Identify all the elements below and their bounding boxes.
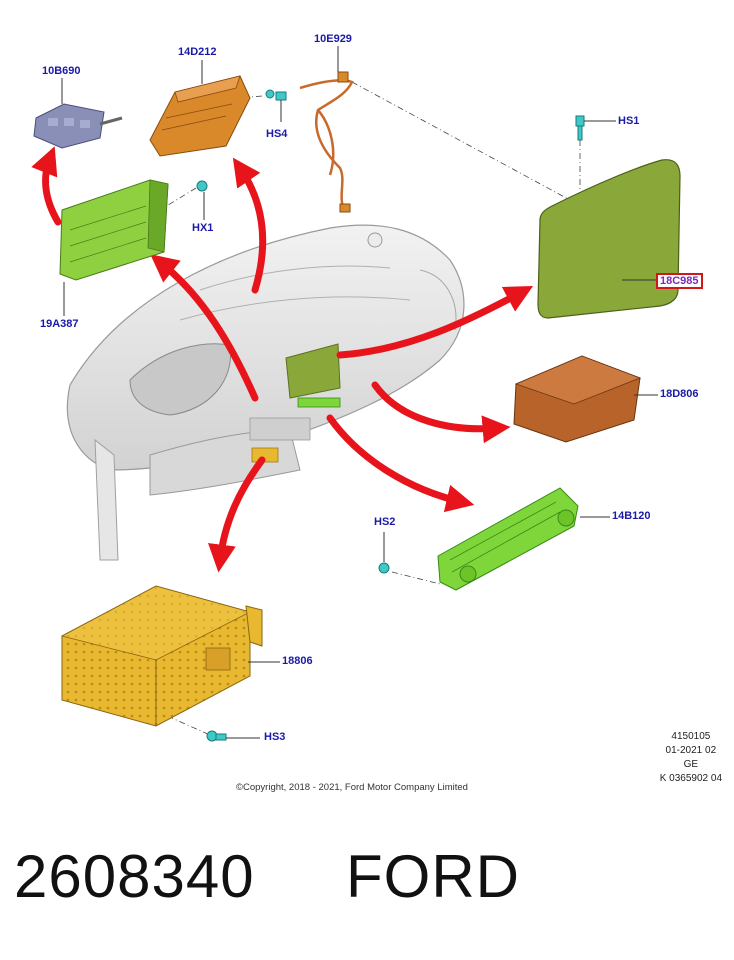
- label-HS3[interactable]: HS3: [264, 731, 286, 743]
- copyright-notice: ©Copyright, 2018 - 2021, Ford Motor Comp…: [236, 782, 468, 793]
- part-18D806[interactable]: [513, 355, 658, 443]
- arrow-to-19A387: [150, 254, 259, 402]
- fastener-HS3[interactable]: [206, 730, 260, 742]
- part-14D212[interactable]: [149, 60, 251, 157]
- part-14B120[interactable]: [437, 487, 610, 591]
- meta-line-3: GE: [683, 759, 699, 770]
- label-18C985-highlighted[interactable]: 18C985: [656, 273, 703, 289]
- part-10E929[interactable]: [299, 46, 354, 213]
- arrow-to-18806: [208, 456, 266, 573]
- arrow-to-18C985: [336, 286, 534, 359]
- exploded-parts-diagram: [31, 46, 681, 742]
- label-HS4[interactable]: HS4: [266, 128, 288, 140]
- arrow-to-10B690: [31, 146, 62, 226]
- label-HS2[interactable]: HS2: [374, 516, 396, 528]
- label-10E929[interactable]: 10E929: [314, 33, 352, 45]
- part-19A387[interactable]: [59, 179, 169, 316]
- fastener-HS4[interactable]: [265, 89, 287, 122]
- illustration-metadata: 4150105 01-2021 02 GE K 0365902 04: [660, 730, 722, 786]
- meta-line-4: K 0365902 04: [659, 773, 722, 784]
- label-14B120[interactable]: 14B120: [612, 510, 651, 522]
- part-18806[interactable]: [60, 585, 280, 727]
- fastener-HS1[interactable]: [575, 115, 616, 141]
- label-14D212[interactable]: 14D212: [178, 46, 217, 58]
- red-arrows: [31, 146, 534, 573]
- label-HS1[interactable]: HS1: [618, 115, 640, 127]
- arrow-to-14D212: [232, 157, 267, 294]
- label-10B690[interactable]: 10B690: [42, 65, 81, 77]
- part-10B690[interactable]: [33, 78, 123, 149]
- fastener-HX1[interactable]: [196, 180, 208, 220]
- label-19A387[interactable]: 19A387: [40, 318, 79, 330]
- arrow-to-18D806: [371, 381, 511, 444]
- arrow-to-14B120: [326, 414, 475, 513]
- part-18C985[interactable]: [537, 159, 681, 319]
- label-HX1[interactable]: HX1: [192, 222, 214, 234]
- brand-caption: FORD: [346, 843, 520, 910]
- label-18D806[interactable]: 18D806: [660, 388, 699, 400]
- meta-line-1: 4150105: [671, 731, 711, 742]
- label-18806[interactable]: 18806: [282, 655, 313, 667]
- instrument-panel-ghost: [66, 224, 465, 561]
- meta-line-2: 01-2021 02: [665, 745, 717, 756]
- fastener-HS2[interactable]: [378, 532, 390, 574]
- part-number-caption: 2608340: [14, 843, 255, 910]
